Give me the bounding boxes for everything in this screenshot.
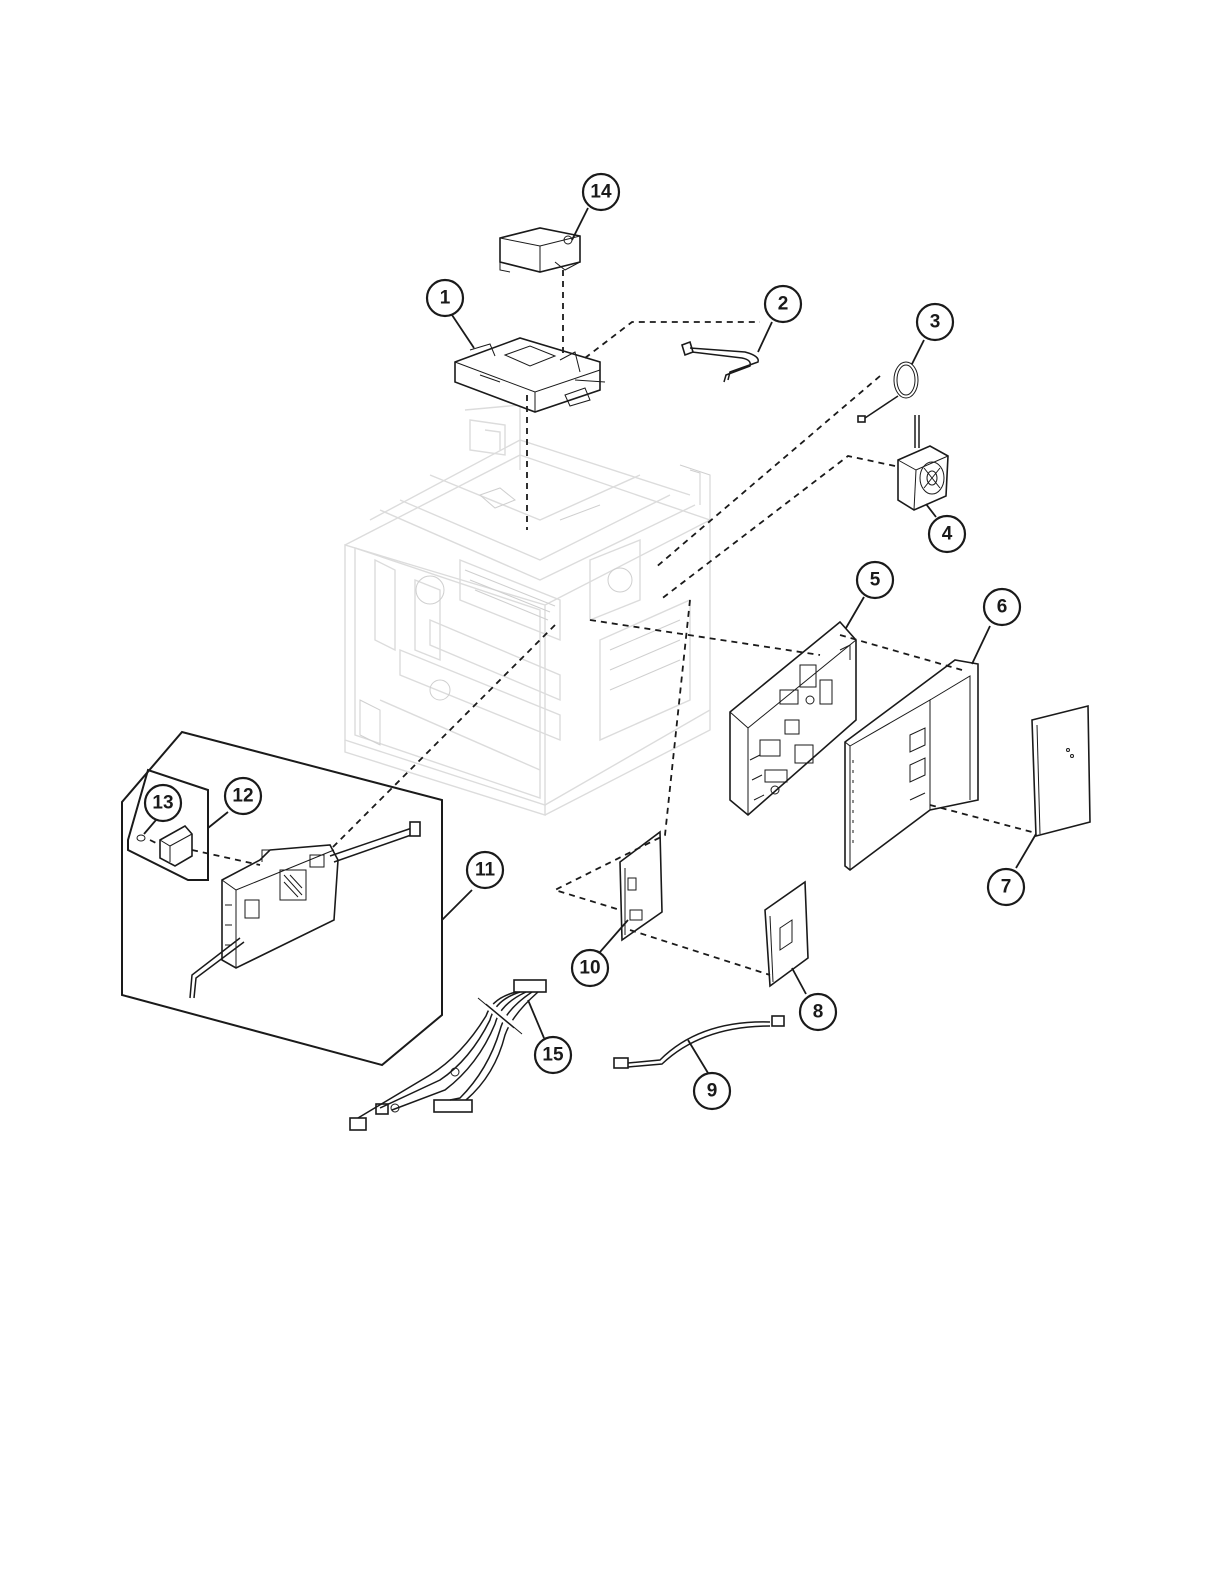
svg-text:11: 11 [475,860,496,881]
part-8-plate [765,882,808,986]
part-9-cable [614,1016,784,1068]
part-6-shield [845,660,978,870]
part-15-harness [350,980,546,1130]
svg-text:9: 9 [707,1081,718,1102]
callout-7: 7 [988,869,1024,905]
part-11-assembly [190,822,420,998]
svg-text:10: 10 [579,958,600,979]
callout-12: 12 [225,778,261,814]
svg-text:8: 8 [813,1002,824,1023]
part-14-cover [500,228,580,272]
svg-text:15: 15 [542,1045,564,1066]
svg-text:6: 6 [997,597,1008,618]
callout-2: 2 [765,286,801,322]
callout-6: 6 [984,589,1020,625]
callout-1: 1 [427,280,463,316]
callout-9: 9 [694,1073,730,1109]
callout-14: 14 [583,174,619,210]
part-10-board [620,832,662,940]
part-3-ring [858,362,918,422]
callout-10: 10 [572,950,608,986]
part-2-cable [682,342,758,382]
svg-text:3: 3 [930,312,941,333]
svg-text:1: 1 [440,288,451,309]
part-1-board [455,338,605,412]
part-7-plate [1032,706,1090,836]
part-12-bracket [160,826,192,866]
callout-11: 11 [467,852,503,888]
callout-13: 13 [145,785,181,821]
svg-text:7: 7 [1001,877,1012,898]
callout-15: 15 [535,1037,571,1073]
svg-text:2: 2 [778,294,789,315]
svg-text:12: 12 [232,786,253,807]
svg-text:5: 5 [870,570,881,591]
callout-3: 3 [917,304,953,340]
part-4-fan [898,415,948,510]
svg-text:4: 4 [942,524,953,545]
part-13-screw [137,835,145,841]
callout-4: 4 [929,516,965,552]
svg-text:14: 14 [590,182,612,203]
part-5-controller-board [730,622,856,815]
callouts: 14 1 2 3 4 5 6 7 [145,174,1024,1109]
svg-text:13: 13 [152,793,173,814]
callout-5: 5 [857,562,893,598]
callout-8: 8 [800,994,836,1030]
